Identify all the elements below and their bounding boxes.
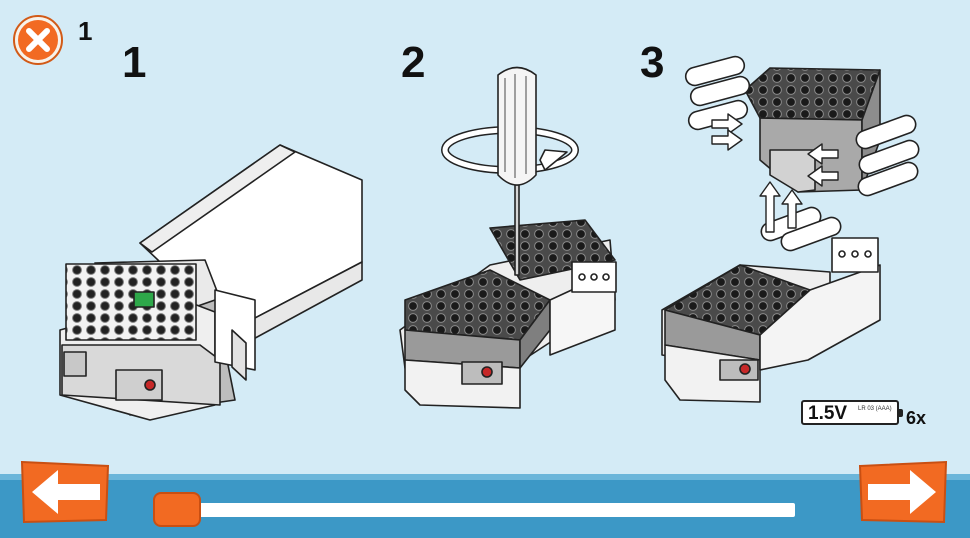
navigation-bar-highlight	[0, 474, 970, 480]
close-button[interactable]	[12, 14, 64, 66]
step-number-2: 2	[401, 38, 426, 87]
next-page-button[interactable]	[856, 458, 950, 526]
close-x-icon	[13, 15, 63, 65]
step2-illustration	[399, 66, 617, 409]
battery-terminal	[899, 409, 903, 417]
arrow-right-icon	[858, 460, 948, 524]
slider-handle-icon	[153, 492, 201, 527]
page-slider-thumb[interactable]	[152, 491, 202, 528]
battery-quantity: 6x	[906, 408, 927, 428]
step3-illustration	[661, 55, 920, 403]
page-number: 1	[78, 16, 93, 46]
step1-illustration	[59, 144, 363, 421]
battery-type: LR 03 (AAA)	[858, 406, 892, 412]
battery-voltage: 1.5V	[808, 403, 848, 424]
arrow-left-icon	[20, 460, 110, 524]
battery-spec-label: 1.5V LR 03 (AAA)	[801, 400, 903, 425]
page-slider-track[interactable]	[160, 503, 795, 517]
step-number-3: 3	[640, 38, 665, 87]
build-illustration	[59, 55, 920, 421]
prev-page-button[interactable]	[18, 458, 112, 526]
step-number-1: 1	[122, 38, 147, 87]
